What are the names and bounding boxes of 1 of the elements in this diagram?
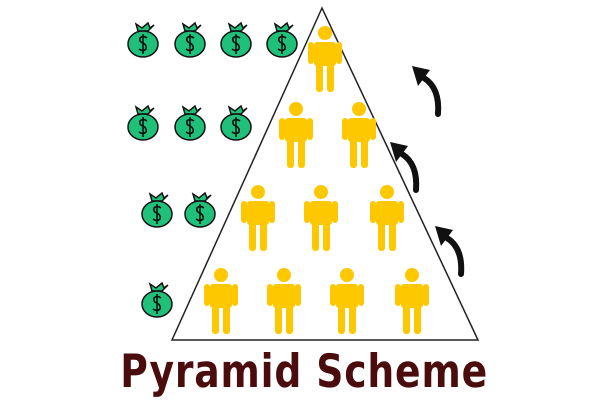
- diagram-title: Pyramid Scheme: [119, 344, 489, 398]
